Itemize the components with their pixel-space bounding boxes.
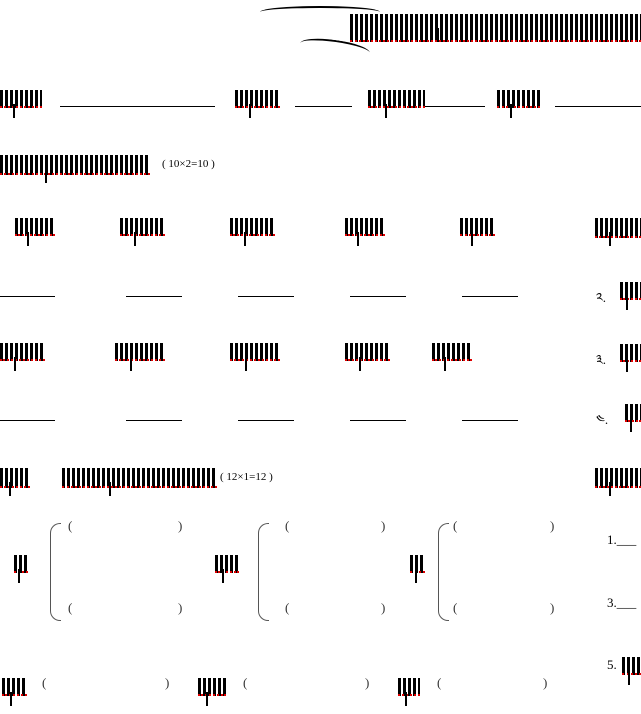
answer-blank[interactable]: [238, 420, 294, 421]
word: [345, 218, 385, 246]
title-tibetan-text: [350, 14, 641, 42]
section2-score: ( 12×1=12 ): [220, 471, 273, 483]
paren-close: ): [365, 675, 370, 690]
paren-close: ): [381, 518, 386, 533]
class-blank[interactable]: [295, 106, 352, 107]
paren-open: (: [285, 600, 290, 615]
word: [432, 343, 472, 371]
section1-heading: [0, 155, 150, 183]
answer-blank[interactable]: [126, 296, 182, 297]
paren-open: (: [453, 518, 458, 533]
paren-open: (: [42, 675, 47, 690]
answer-3: 3.___: [607, 595, 637, 610]
paren-close: ): [543, 675, 548, 690]
answer-blank[interactable]: [0, 296, 55, 297]
paren-open: (: [285, 518, 290, 533]
answer-blank[interactable]: [126, 420, 182, 421]
word: [398, 678, 420, 706]
answer-blank[interactable]: [462, 296, 518, 297]
word: [198, 678, 226, 706]
paren-close: ): [165, 675, 170, 690]
word: [120, 218, 165, 246]
paren-open: (: [437, 675, 442, 690]
paren-close: ): [178, 600, 183, 615]
word: [460, 218, 495, 246]
paren-close: ): [178, 518, 183, 533]
paren-open: (: [453, 600, 458, 615]
answer-1: 1.___: [607, 532, 637, 547]
word: [622, 657, 641, 685]
word: [410, 555, 425, 583]
word: [230, 218, 275, 246]
word: [625, 404, 641, 432]
right-item-3: ༣.: [596, 352, 606, 367]
brace: [258, 523, 269, 621]
number-label: [368, 90, 425, 118]
answer-blank[interactable]: [350, 296, 406, 297]
score-blank[interactable]: [555, 106, 641, 107]
word: [215, 555, 239, 583]
word: [14, 555, 28, 583]
answer-5: 5.: [607, 657, 617, 672]
score-label: [497, 90, 540, 118]
word: [15, 218, 55, 246]
paren-open: (: [68, 518, 73, 533]
paren-close: ): [550, 600, 555, 615]
brace: [50, 523, 61, 621]
name-label: [0, 90, 42, 118]
word: [2, 678, 27, 706]
section2-heading: [62, 468, 217, 496]
section2-number: [0, 468, 30, 496]
name-blank[interactable]: [60, 106, 215, 107]
section1-score: ( 10×2=10 ): [162, 158, 215, 170]
brace: [438, 523, 449, 621]
class-label: [235, 90, 280, 118]
word: [345, 343, 390, 371]
right-heading: [595, 218, 641, 246]
answer-blank[interactable]: [0, 420, 55, 421]
number-blank[interactable]: [425, 106, 485, 107]
right-item-4: ༤.: [596, 412, 609, 427]
word: [620, 282, 641, 310]
answer-blank[interactable]: [462, 420, 518, 421]
answer-blank[interactable]: [350, 420, 406, 421]
paren-open: (: [68, 600, 73, 615]
answer-blank[interactable]: [238, 296, 294, 297]
paren-open: (: [243, 675, 248, 690]
word: [0, 343, 45, 371]
paren-close: ): [381, 600, 386, 615]
title-flourish: [260, 6, 380, 18]
right-item-2: ༢.: [596, 290, 606, 305]
word: [230, 343, 280, 371]
word: [620, 344, 641, 372]
word: [115, 343, 165, 371]
right-heading: [595, 468, 641, 496]
paren-close: ): [550, 518, 555, 533]
